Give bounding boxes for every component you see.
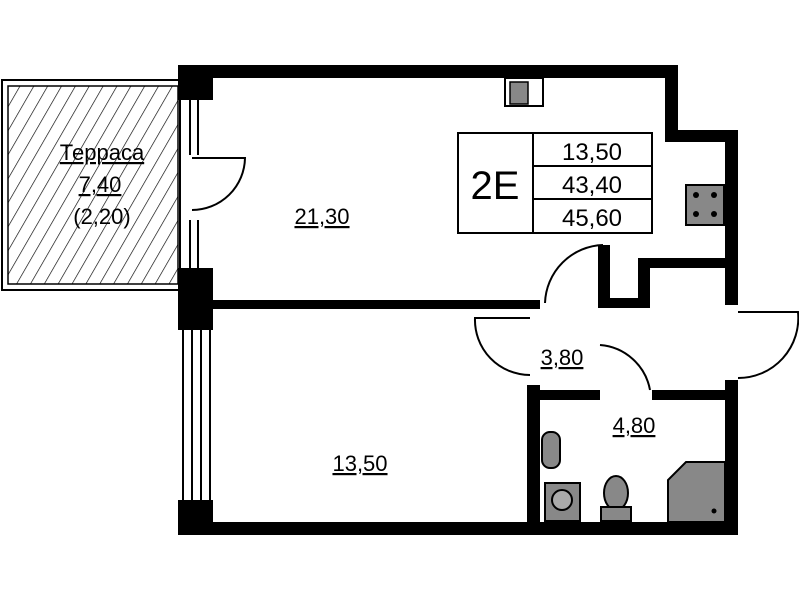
windows (182, 100, 211, 500)
terrace-name: Терраса (60, 140, 145, 165)
toilet-icon (600, 475, 632, 522)
room-area-bathroom: 4,80 (613, 413, 656, 438)
living-area: 13,50 (562, 139, 622, 166)
terrace-area: 7,40 (79, 172, 122, 197)
apartment-type: 2E (471, 164, 520, 208)
walls (178, 65, 738, 535)
room-area-kitchen-living: 21,30 (294, 204, 349, 229)
total-with-terrace: 45,60 (562, 205, 622, 232)
apartment-info-box: 2E 13,50 43,40 45,60 (457, 132, 653, 234)
washing-machine-icon (544, 482, 581, 522)
shower-icon (667, 461, 726, 523)
terrace-reduced-area: (2,20) (73, 204, 130, 229)
room-area-bedroom: 13,50 (332, 451, 387, 476)
total-area: 43,40 (562, 172, 622, 199)
doors (191, 157, 799, 391)
room-area-hall: 3,80 (541, 345, 584, 370)
washbasin-icon (541, 431, 561, 469)
kitchen-sink-icon (504, 77, 544, 107)
terrace (1, 79, 181, 291)
stove-icon (685, 184, 725, 226)
